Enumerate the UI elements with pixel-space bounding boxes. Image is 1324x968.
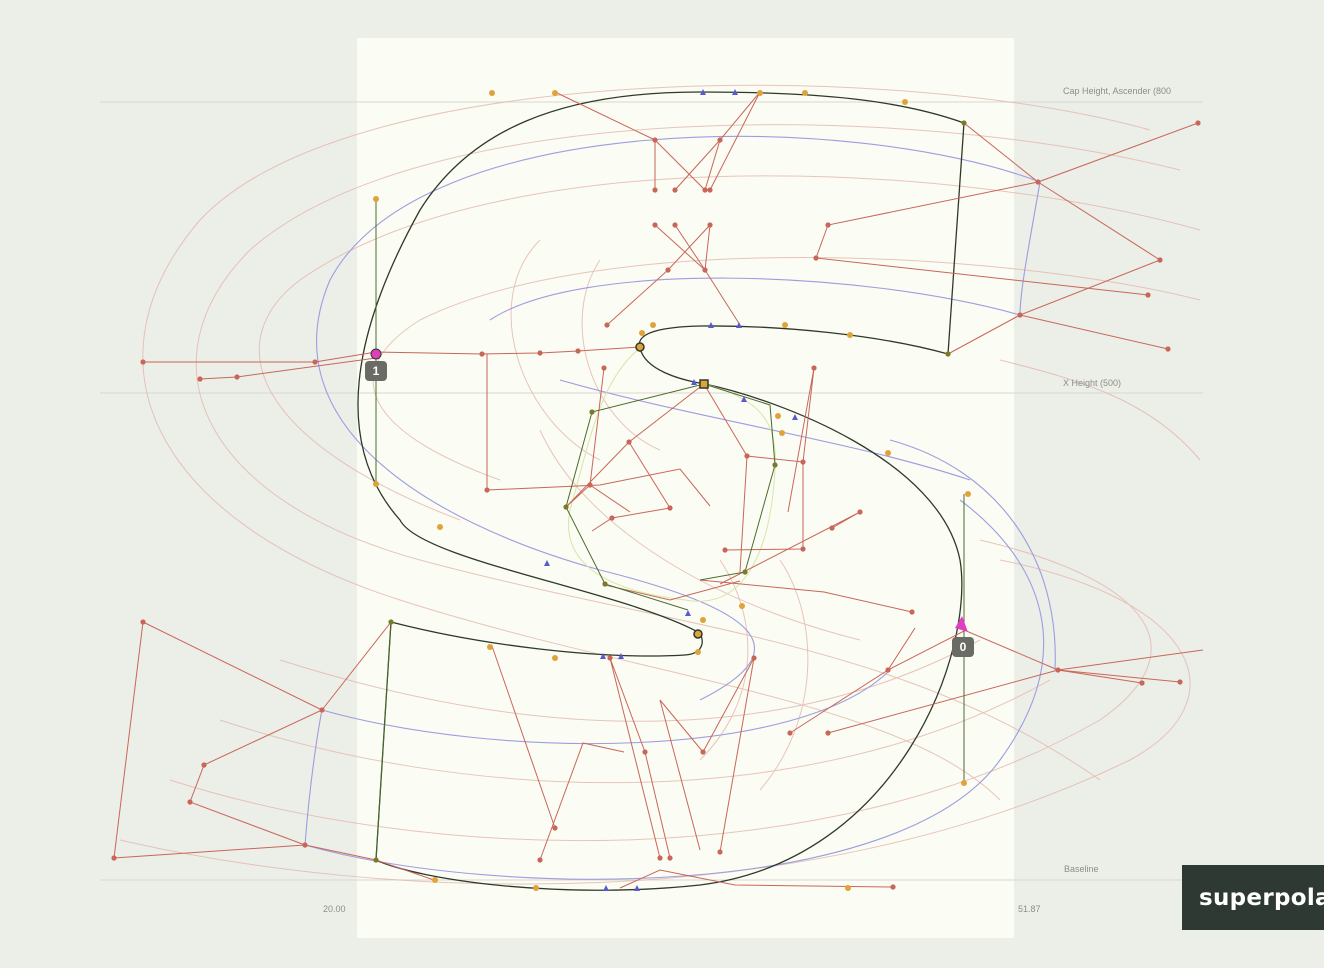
right-sidebearing-value: 51.87 — [1018, 904, 1041, 914]
start-point-marker[interactable] — [955, 616, 968, 632]
x-height-label: X Height (500) — [1063, 378, 1122, 388]
left-sidebearing-value: 20.00 — [323, 904, 346, 914]
skeleton-points[interactable] — [111, 120, 1201, 890]
selected-point[interactable] — [699, 379, 709, 389]
offcurve-points[interactable] — [373, 90, 971, 891]
cap-height-label: Cap Height, Ascender (800 — [1063, 86, 1172, 96]
brand-logo: superpola — [1182, 865, 1324, 930]
interpolation-ghosts — [119, 84, 1201, 885]
brand-name: superpola — [1199, 884, 1324, 911]
baseline-label: Baseline — [1064, 864, 1099, 874]
corner-point[interactable] — [693, 629, 703, 639]
corner-point[interactable] — [635, 342, 645, 352]
alternate-outline — [568, 347, 776, 602]
start-point-marker[interactable] — [370, 348, 382, 360]
oncurve-points[interactable] — [373, 120, 967, 863]
point-index-badge[interactable]: 0 — [952, 637, 974, 657]
point-index-badge[interactable]: 1 — [365, 361, 387, 381]
tangent-markers — [544, 89, 798, 891]
glyph-box — [357, 38, 1014, 938]
